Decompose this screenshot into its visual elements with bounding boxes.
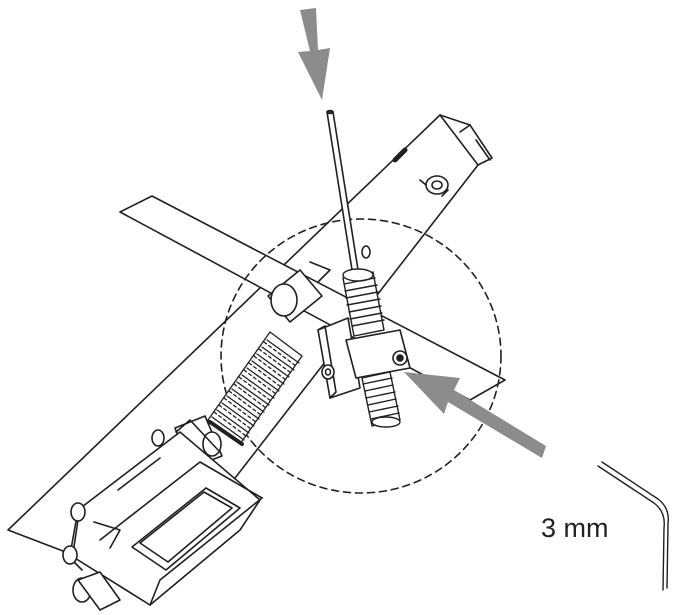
coil-spring [207,331,303,446]
clamp-bracket [317,317,411,399]
arrow-icon [298,8,330,100]
box-unit [62,419,263,611]
pointer-arrows [298,8,546,458]
lower-thread [361,371,401,428]
detail-circle [220,218,502,494]
arrow-icon [404,372,546,458]
pivot-boss [267,261,331,323]
tool-size-label: 3 mm [541,513,609,543]
threaded-knob [342,268,385,337]
hex-key-icon [597,461,669,591]
tube-pin [419,175,449,197]
